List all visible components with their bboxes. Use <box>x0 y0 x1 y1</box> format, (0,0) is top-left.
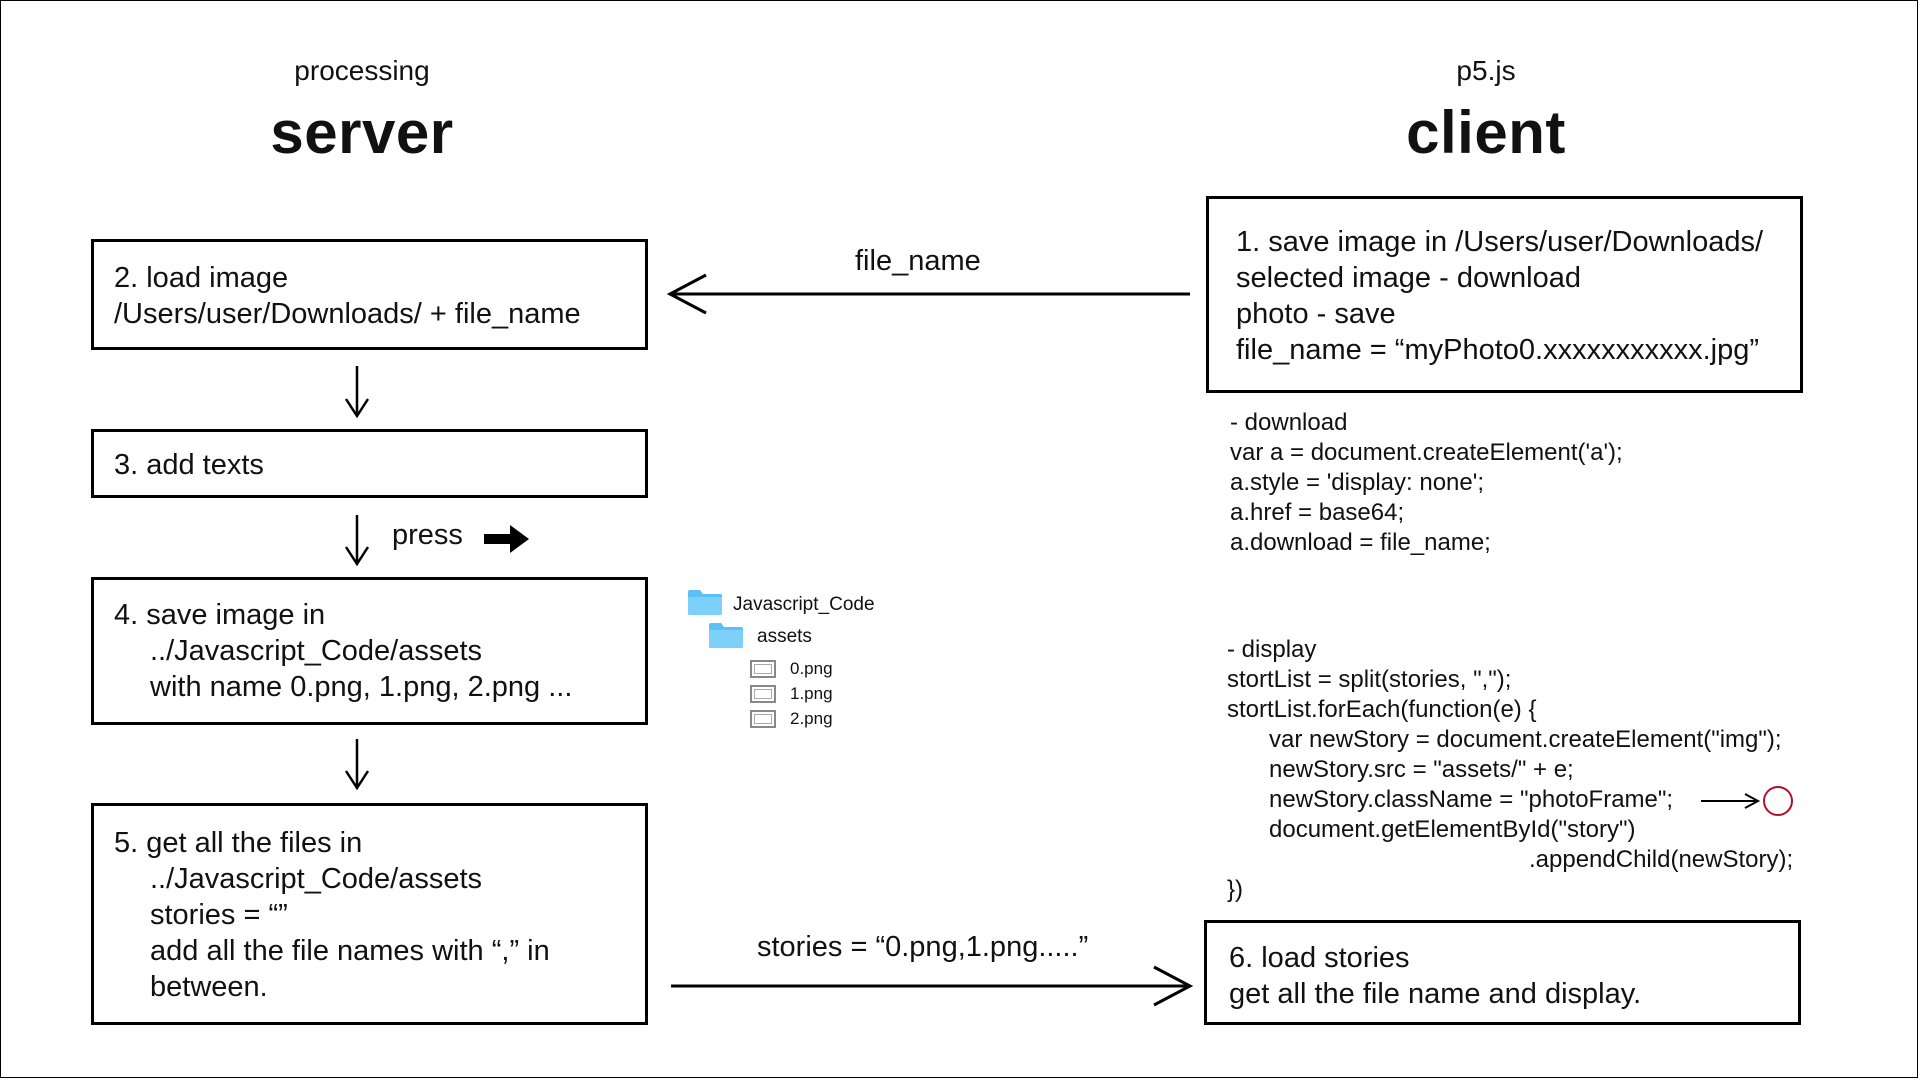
tree-file-label: 2.png <box>790 709 833 728</box>
step-1-line: file_name = “myPhoto0.xxxxxxxxxxx.jpg” <box>1236 334 1759 366</box>
code-line: document.getElementById("story") <box>1269 816 1636 843</box>
down-arrow-4-5 <box>344 739 370 791</box>
code-line: - download <box>1230 409 1348 436</box>
server-subtitle: processing <box>294 55 430 86</box>
code-line: - display <box>1227 636 1317 663</box>
step-6-line: 6. load stories <box>1229 942 1410 974</box>
step-4-line: 4. save image in <box>114 599 326 631</box>
right-arrow-icon <box>484 525 529 553</box>
file-name-label: file_name <box>855 245 981 277</box>
step-5-line: add all the file names with “,” in <box>150 935 550 967</box>
step-4-box: 4. save image in ../Javascript_Code/asse… <box>91 577 648 725</box>
step-6-box: 6. load stories get all the file name an… <box>1204 920 1801 1025</box>
code-line: newStory.className = "photoFrame"; <box>1269 786 1674 813</box>
server-title: server <box>270 99 454 166</box>
marker-circle <box>1763 786 1793 816</box>
step-2-line: 2. load image <box>114 262 289 294</box>
step-1-line: selected image - download <box>1236 262 1581 294</box>
step-5-line: 5. get all the files in <box>114 827 363 859</box>
code-line: a.download = file_name; <box>1230 529 1491 556</box>
step-5-line: ../Javascript_Code/assets <box>150 863 483 895</box>
step-3-line: 3. add texts <box>114 449 264 481</box>
step-6-line: get all the file name and display. <box>1229 978 1642 1010</box>
tree-file-label: 1.png <box>790 684 833 703</box>
tree-folder-label: assets <box>757 626 812 647</box>
code-line: var newStory = document.createElement("i… <box>1269 726 1782 753</box>
code-line: newStory.src = "assets/" + e; <box>1269 756 1574 783</box>
down-arrow-2-3 <box>344 366 370 419</box>
tree-file-label: 0.png <box>790 659 833 678</box>
step-5-box: 5. get all the files in ../Javascript_Co… <box>91 803 648 1025</box>
step-1-box: 1. save image in /Users/user/Downloads/ … <box>1206 196 1803 393</box>
step-4-line: with name 0.png, 1.png, 2.png ... <box>150 671 573 703</box>
classname-pointer-arrow <box>1701 793 1761 809</box>
file-name-arrow <box>666 273 1190 315</box>
file-icon <box>750 660 776 678</box>
code-line: stortList = split(stories, ","); <box>1227 666 1512 693</box>
code-line: a.href = base64; <box>1230 499 1405 526</box>
down-arrow-3-4 <box>344 515 370 567</box>
step-2-box: 2. load image /Users/user/Downloads/ + f… <box>91 239 648 350</box>
client-title: client <box>1406 99 1566 166</box>
file-icon <box>750 710 776 728</box>
tree-root-label: Javascript_Code <box>733 594 875 615</box>
stories-arrow <box>671 965 1194 1007</box>
code-line: .appendChild(newStory); <box>1529 846 1794 873</box>
folder-icon <box>688 590 722 615</box>
step-1-line: photo - save <box>1236 298 1396 330</box>
folder-icon <box>709 623 743 648</box>
display-code: - display stortList = split(stories, ","… <box>1227 635 1793 905</box>
file-icon <box>750 685 776 703</box>
code-line: var a = document.createElement('a'); <box>1230 439 1623 466</box>
stories-label: stories = “0.png,1.png.....” <box>757 931 1089 963</box>
download-code: - download var a = document.createElemen… <box>1230 408 1623 558</box>
step-5-line: stories = “” <box>150 899 288 931</box>
code-line: }) <box>1227 876 1244 903</box>
step-1-line: 1. save image in /Users/user/Downloads/ <box>1236 226 1764 258</box>
step-3-box: 3. add texts <box>91 429 648 498</box>
code-line: a.style = 'display: none'; <box>1230 469 1484 496</box>
client-subtitle: p5.js <box>1456 55 1516 86</box>
step-4-line: ../Javascript_Code/assets <box>150 635 483 667</box>
code-line: stortList.forEach(function(e) { <box>1227 696 1537 723</box>
step-2-line: /Users/user/Downloads/ + file_name <box>114 298 581 330</box>
step-5-line: between. <box>150 971 268 1003</box>
press-label: press <box>392 519 463 551</box>
